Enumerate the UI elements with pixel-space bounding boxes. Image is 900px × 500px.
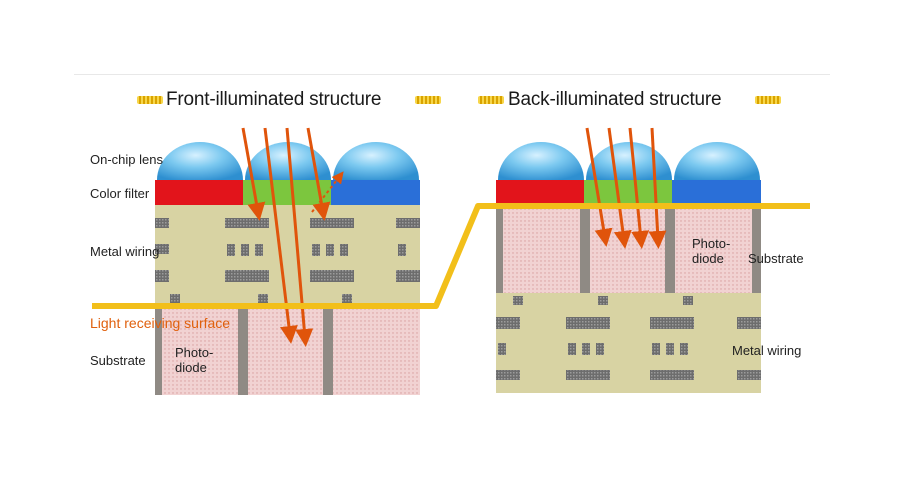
back-lens-1 — [498, 142, 584, 180]
front-separator-1 — [155, 305, 162, 395]
back-lens-3 — [674, 142, 760, 180]
back-separator-3 — [665, 205, 675, 293]
arrow-down-icon — [585, 127, 613, 247]
arrow-down-icon — [628, 127, 650, 249]
back-title: Back-illuminated structure — [508, 89, 722, 110]
back-substrate — [496, 205, 761, 293]
front-title: Front-illuminated structure — [166, 89, 382, 110]
front-filter-green — [243, 180, 331, 205]
arrow-down-icon — [241, 127, 266, 221]
back-wiring-blocks — [496, 296, 761, 380]
back-light-rays — [585, 127, 667, 249]
title-ornament-icon — [478, 96, 504, 104]
back-structure — [496, 127, 761, 393]
front-lens-3 — [333, 142, 419, 180]
front-separator-3 — [323, 305, 333, 395]
label-substrate-back: Substrate — [748, 251, 804, 266]
back-separator-2 — [580, 205, 590, 293]
label-photodiode-front-2: diode — [175, 360, 207, 375]
back-wiring-layer — [496, 293, 761, 393]
arrow-down-icon — [306, 127, 331, 221]
title-ornament-icon — [415, 96, 441, 104]
light-receiving-surface-line — [92, 203, 810, 309]
label-substrate-front: Substrate — [90, 353, 146, 368]
panel-top-border — [74, 74, 830, 405]
front-structure — [155, 127, 420, 395]
back-separator-4 — [752, 205, 761, 293]
front-reflected-ray — [311, 171, 344, 213]
back-filter-red — [496, 180, 584, 205]
front-separator-2 — [238, 305, 248, 395]
label-photodiode-back-2: diode — [692, 251, 724, 266]
label-photodiode-front-1: Photo- — [175, 345, 214, 360]
label-color-filter: Color filter — [90, 186, 150, 201]
label-metal-wiring-back: Metal wiring — [732, 343, 802, 358]
title-ornament-icon — [755, 96, 781, 104]
back-lens-2 — [586, 142, 672, 180]
front-wiring-layer — [155, 205, 420, 305]
arrow-down-icon — [648, 127, 667, 249]
front-wiring-blocks — [155, 218, 420, 303]
back-separator-1 — [496, 205, 503, 293]
back-filter-blue — [672, 180, 761, 205]
label-light-receiving-surface: Light receiving surface — [90, 315, 231, 331]
front-lens-1 — [157, 142, 243, 180]
arrow-down-icon — [263, 127, 298, 344]
label-photodiode-back-1: Photo- — [692, 236, 731, 251]
label-on-chip-lens: On-chip lens — [90, 152, 163, 167]
label-metal-wiring: Metal wiring — [90, 244, 160, 259]
front-filter-blue — [331, 180, 420, 205]
title-ornament-icon — [137, 96, 163, 104]
arrow-down-icon — [607, 127, 632, 249]
front-filter-red — [155, 180, 243, 205]
